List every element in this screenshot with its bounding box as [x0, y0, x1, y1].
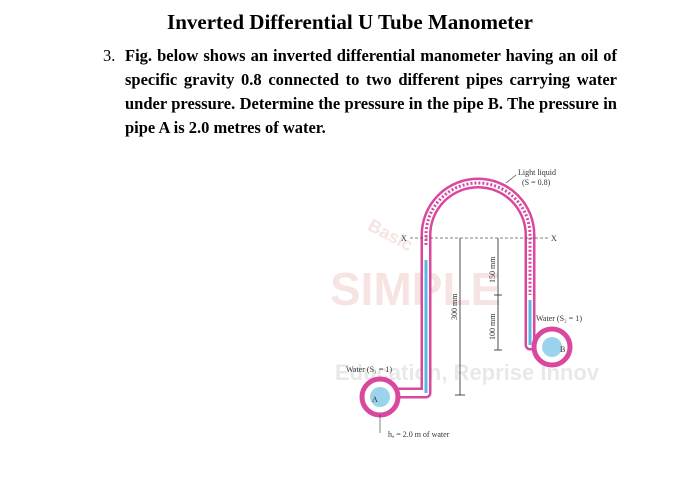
problem-statement: 3. Fig. below shows an inverted differen…	[103, 44, 617, 140]
manometer-figure: SIMPLE Basic Education, Reprise Innov X …	[320, 165, 640, 455]
water-left-label: Water (S₁ = 1)	[346, 365, 392, 374]
problem-number: 3.	[103, 46, 116, 65]
problem-text: Fig. below shows an inverted differentia…	[125, 46, 617, 137]
dimension-150: 150 mm	[488, 256, 497, 283]
x-left-label: X	[401, 234, 407, 243]
water-right-label: Water (S₂ = 1)	[536, 314, 582, 323]
light-liquid-sg: (S = 0.8)	[522, 178, 551, 187]
pipe-b-water	[542, 337, 562, 357]
manometer-diagram: SIMPLE Basic Education, Reprise Innov X …	[330, 168, 600, 439]
head-a-label: hₐ = 2.0 m of water	[388, 430, 450, 439]
pipe-a-label: A	[372, 395, 378, 404]
pipe-b-label: B	[560, 345, 565, 354]
watermark-top: Basic	[365, 215, 417, 255]
light-liquid-label: Light liquid	[518, 168, 556, 177]
dimension-300: 300 mm	[450, 293, 459, 320]
pipe-a-water	[370, 387, 390, 407]
dimension-100: 100 mm	[488, 313, 497, 340]
light-liquid-column	[424, 181, 532, 295]
watermark-mid: SIMPLE	[330, 263, 501, 315]
x-right-label: X	[551, 234, 557, 243]
page-title: Inverted Differential U Tube Manometer	[167, 10, 533, 34]
